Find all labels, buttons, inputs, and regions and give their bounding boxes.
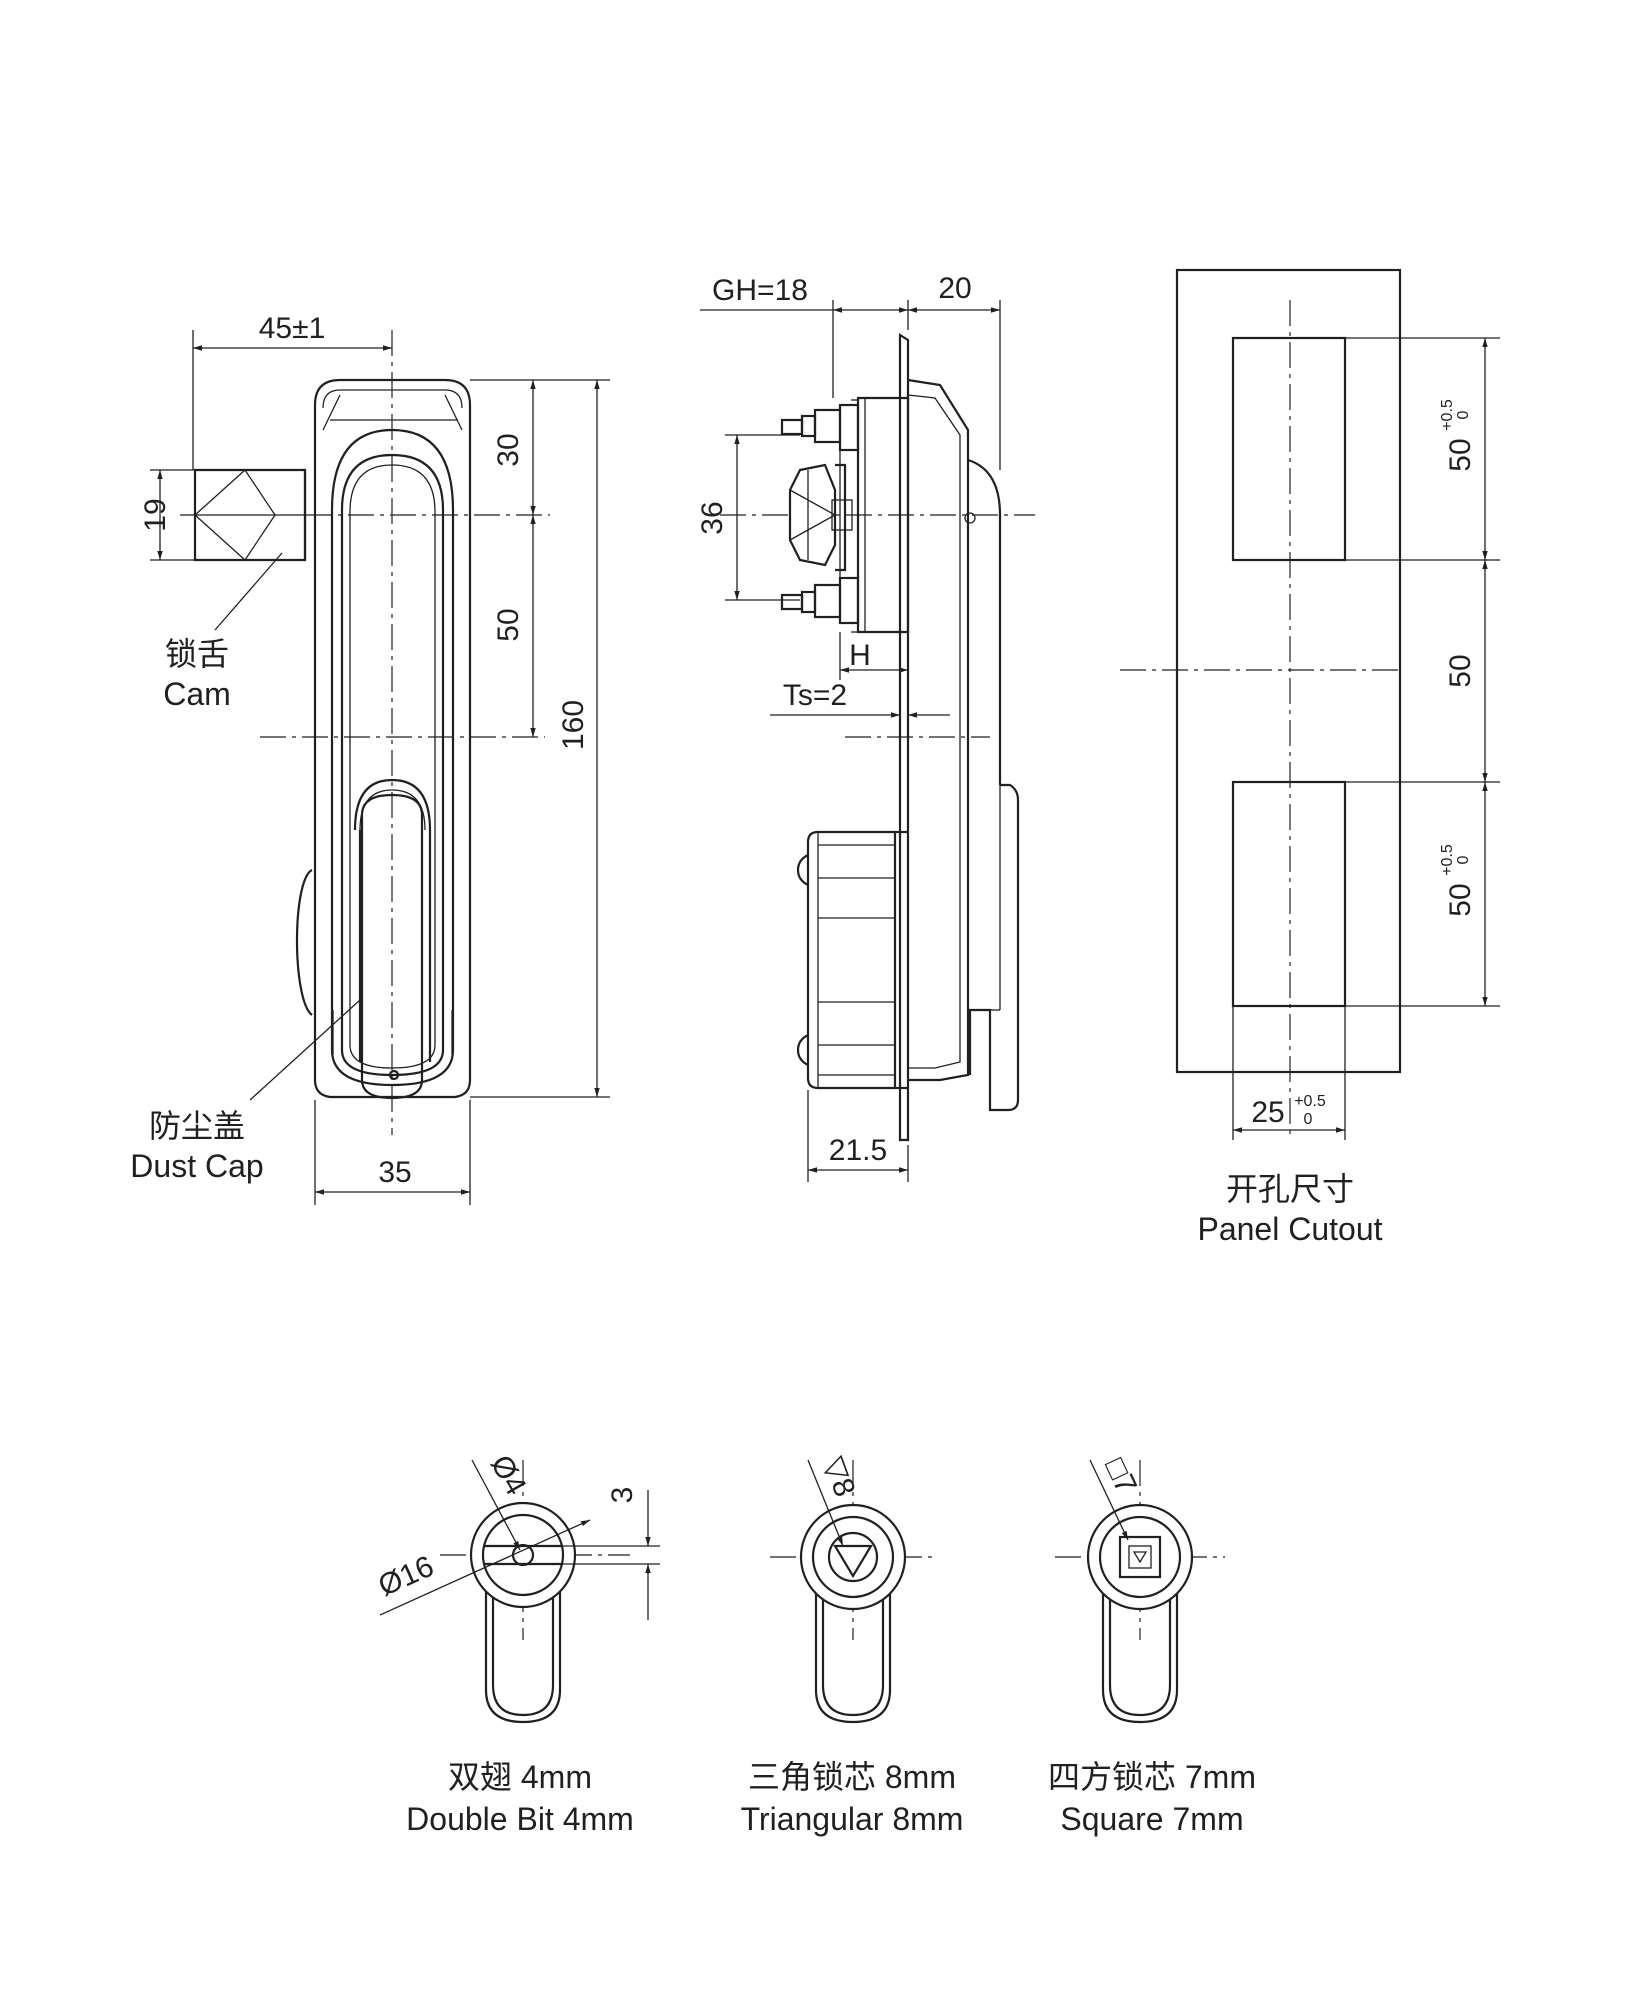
insert-triangular: ▽8 三角锁芯 8mm Triangular 8mm (741, 1452, 964, 1837)
label-cutout-en: Panel Cutout (1197, 1211, 1382, 1247)
label-triangular-cn: 三角锁芯 8mm (748, 1759, 956, 1795)
dim-gh: GH=18 (712, 274, 808, 307)
dim-top-tol-zero: 0 (1455, 410, 1472, 419)
dim-dia-16: Ø16 (374, 1550, 439, 1603)
dim-middle: 50 (1444, 654, 1477, 687)
dim-bottom-tol-plus: +0.5 (1439, 844, 1456, 876)
label-cam-cn: 锁舌 (165, 636, 229, 672)
dim-cutout-width-tol-zero: 0 (1304, 1111, 1313, 1128)
dim-width-top: 45±1 (259, 312, 326, 345)
label-cam-en: Cam (163, 676, 231, 712)
dim-slot-3: 3 (606, 1487, 639, 1504)
label-square-cn: 四方锁芯 7mm (1048, 1759, 1256, 1795)
label-triangular-en: Triangular 8mm (741, 1801, 964, 1837)
dim-depth: 20 (938, 272, 971, 305)
side-view: GH=18 20 36 H Ts=2 21.5 (696, 272, 1035, 1182)
dim-top-tol-plus: +0.5 (1439, 399, 1456, 431)
dim-width-bottom: 35 (378, 1156, 411, 1189)
dim-bottom-tol-zero: 0 (1455, 855, 1472, 864)
dim-tri-8: ▽8 (817, 1452, 862, 1501)
dim-mid-offset: 50 (492, 608, 525, 641)
label-double-bit-en: Double Bit 4mm (406, 1801, 634, 1837)
insert-square: □7 四方锁芯 7mm Square 7mm (1048, 1453, 1256, 1837)
dim-bottom-slot: 50 (1444, 883, 1477, 916)
front-view: 45±1 19 30 50 160 35 锁舌 Cam 防尘盖 Dust Cap (130, 312, 610, 1205)
dim-top-offset: 30 (492, 433, 525, 466)
label-square-en: Square 7mm (1060, 1801, 1243, 1837)
label-dustcap-en: Dust Cap (130, 1148, 263, 1184)
dim-dia-4: Ø4 (484, 1450, 533, 1501)
insert-double-bit: 3 Ø4 Ø16 双翅 4mm Double Bit 4mm (374, 1450, 660, 1837)
panel-cutout: 50 +0.5 0 50 50 +0.5 0 25 +0.5 0 开孔尺寸 Pa… (1120, 268, 1500, 1247)
dim-36: 36 (696, 501, 729, 534)
dim-h: H (849, 639, 871, 672)
label-dustcap-cn: 防尘盖 (149, 1108, 245, 1144)
label-double-bit-cn: 双翅 4mm (448, 1759, 592, 1795)
dim-top-slot: 50 (1444, 438, 1477, 471)
dim-cutout-width: 25 (1251, 1096, 1284, 1129)
label-cutout-cn: 开孔尺寸 (1226, 1171, 1354, 1207)
dim-total-height: 160 (557, 700, 590, 750)
dim-ts: Ts=2 (783, 679, 847, 712)
dim-cutout-width-tol-plus: +0.5 (1294, 1093, 1326, 1110)
dim-21-5: 21.5 (829, 1134, 887, 1167)
dim-cam-height: 19 (139, 498, 172, 531)
